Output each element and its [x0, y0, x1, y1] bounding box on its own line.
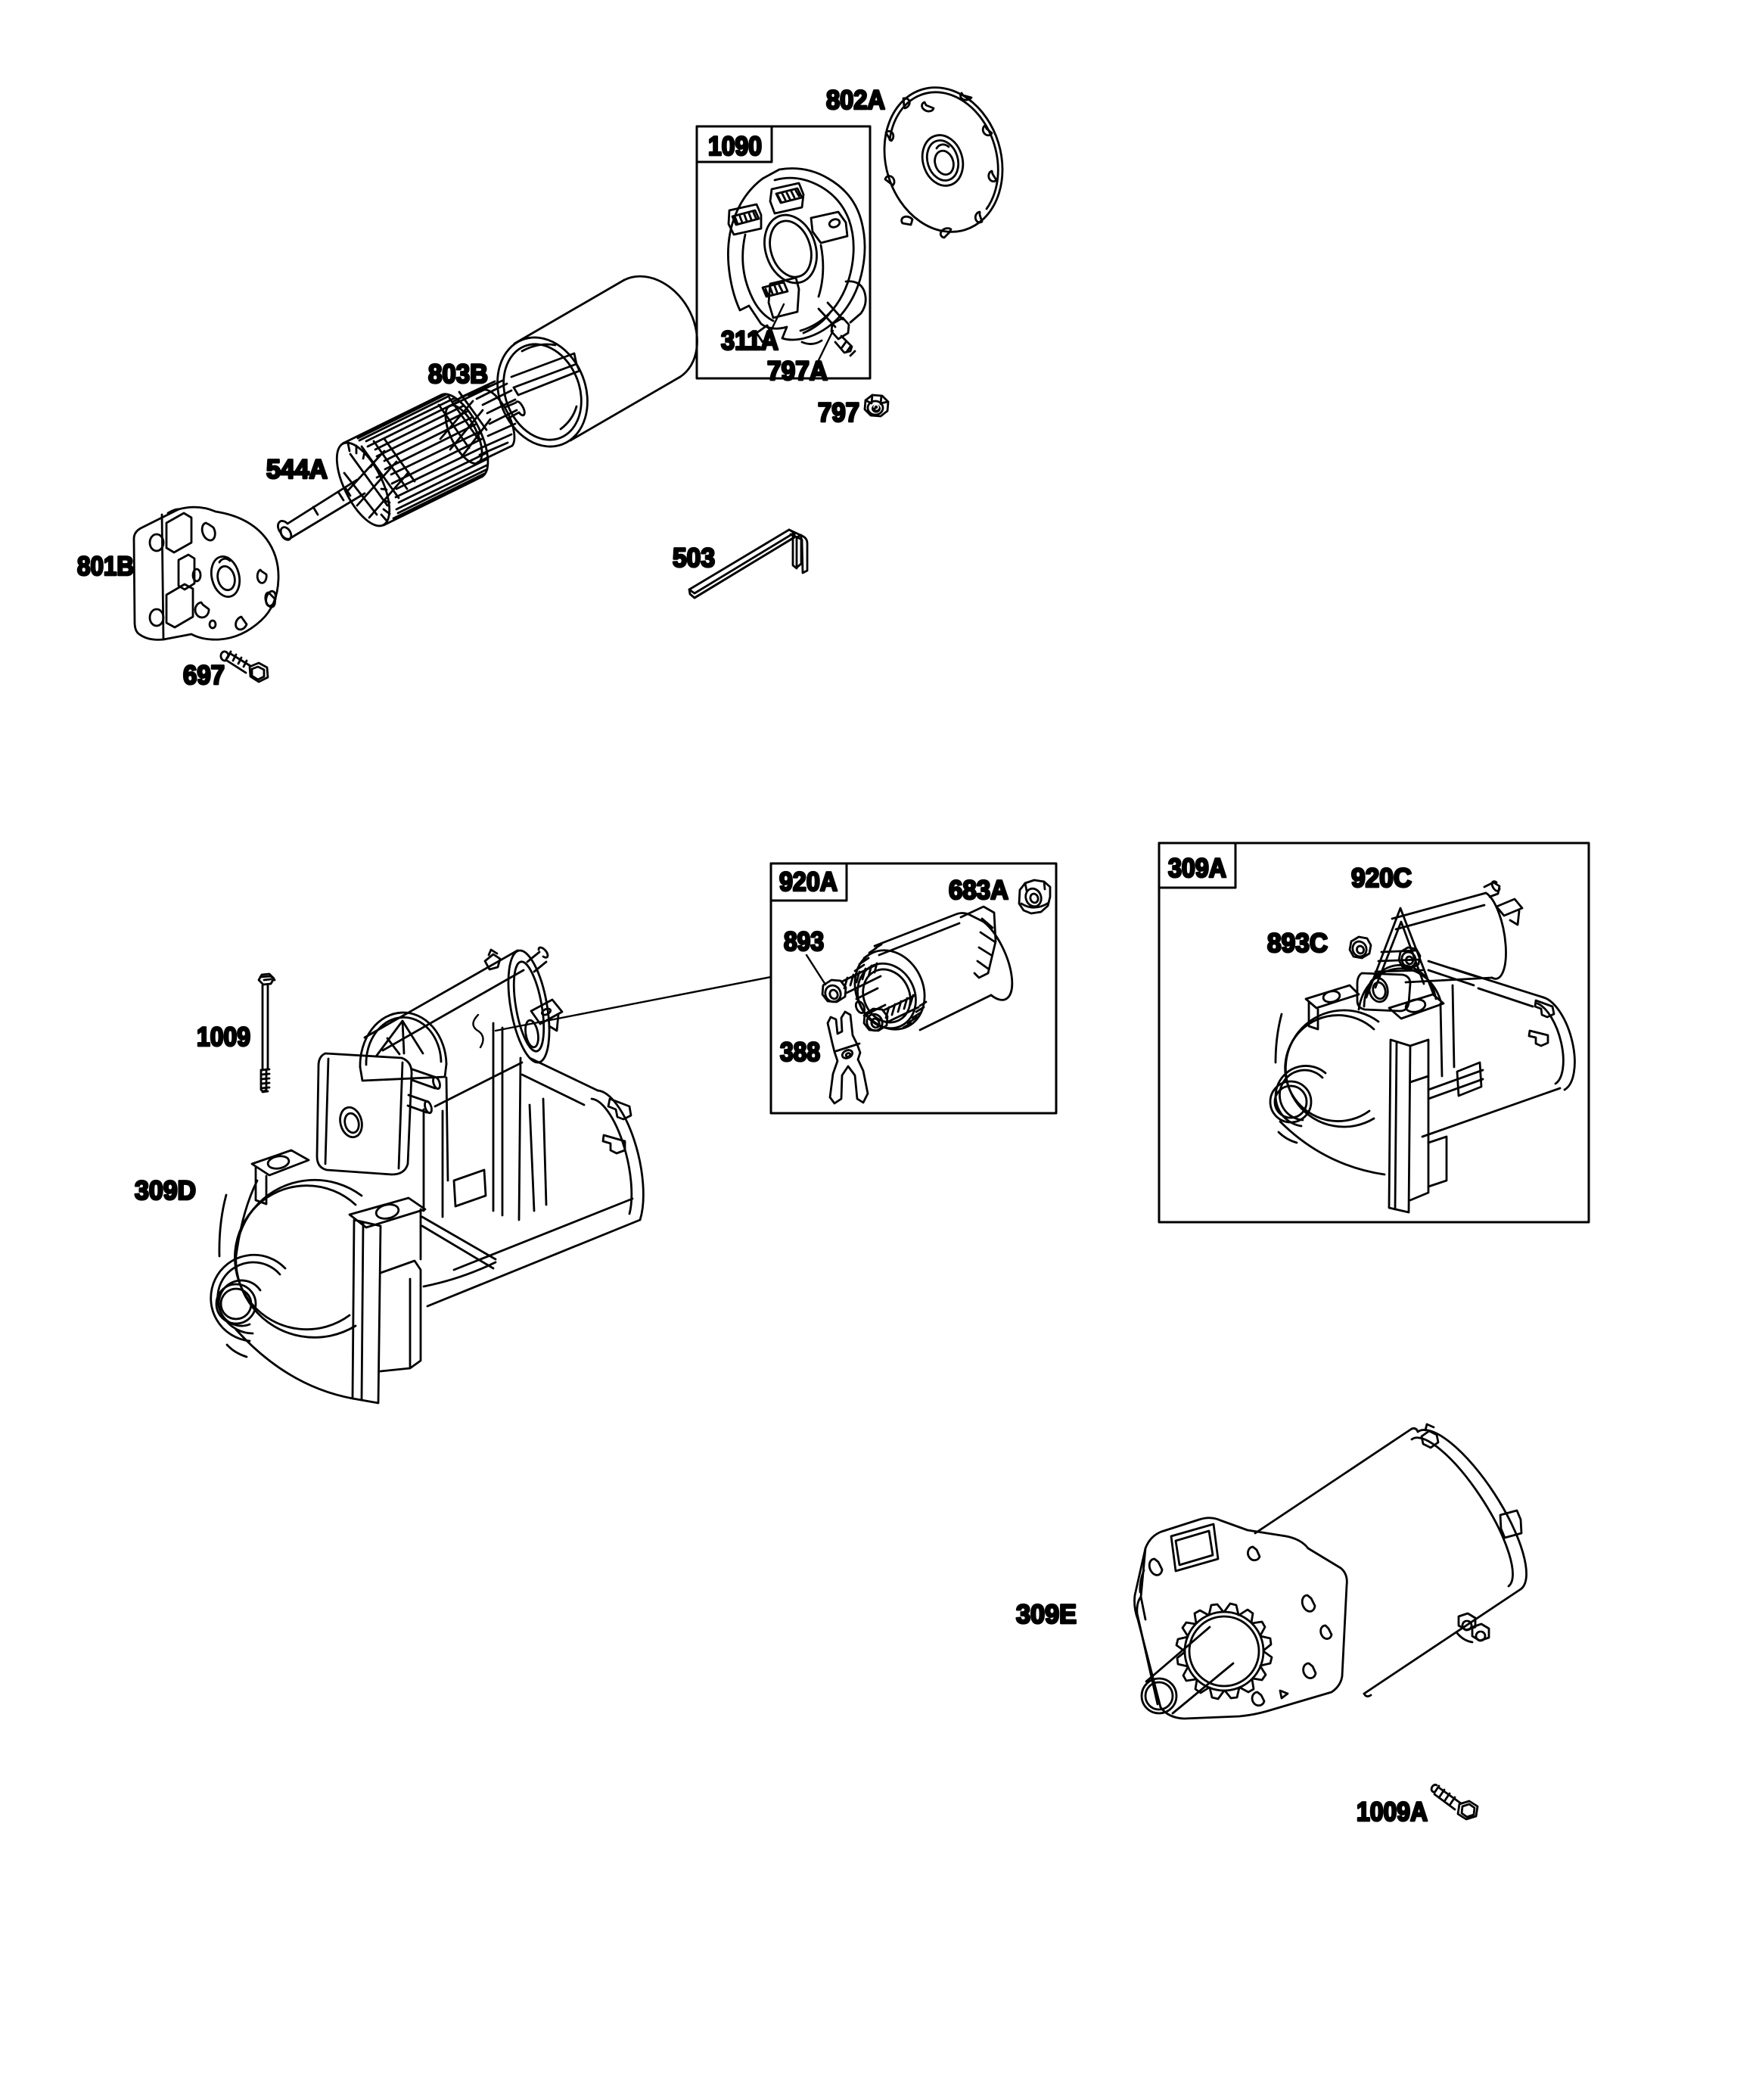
svg-text:893: 893: [784, 927, 824, 957]
svg-text:309A: 309A: [1168, 854, 1226, 883]
svg-text:309D: 309D: [135, 1176, 196, 1206]
svg-text:1090: 1090: [708, 132, 762, 161]
svg-text:311A: 311A: [721, 326, 778, 356]
svg-text:803B: 803B: [428, 359, 488, 389]
svg-text:697: 697: [183, 661, 225, 690]
svg-text:683A: 683A: [949, 876, 1008, 905]
svg-text:920C: 920C: [1351, 863, 1412, 893]
svg-text:503: 503: [673, 543, 715, 573]
svg-text:797A: 797A: [767, 356, 828, 386]
svg-text:920A: 920A: [779, 867, 838, 897]
svg-text:1009A: 1009A: [1357, 1797, 1428, 1827]
svg-text:388: 388: [780, 1038, 820, 1067]
svg-text:797: 797: [818, 398, 859, 428]
svg-text:893C: 893C: [1267, 929, 1328, 958]
svg-text:309E: 309E: [1016, 1600, 1077, 1629]
svg-text:802A: 802A: [826, 86, 885, 115]
svg-text:544A: 544A: [266, 455, 328, 484]
svg-text:801B: 801B: [77, 552, 134, 581]
svg-text:1009: 1009: [197, 1022, 250, 1052]
